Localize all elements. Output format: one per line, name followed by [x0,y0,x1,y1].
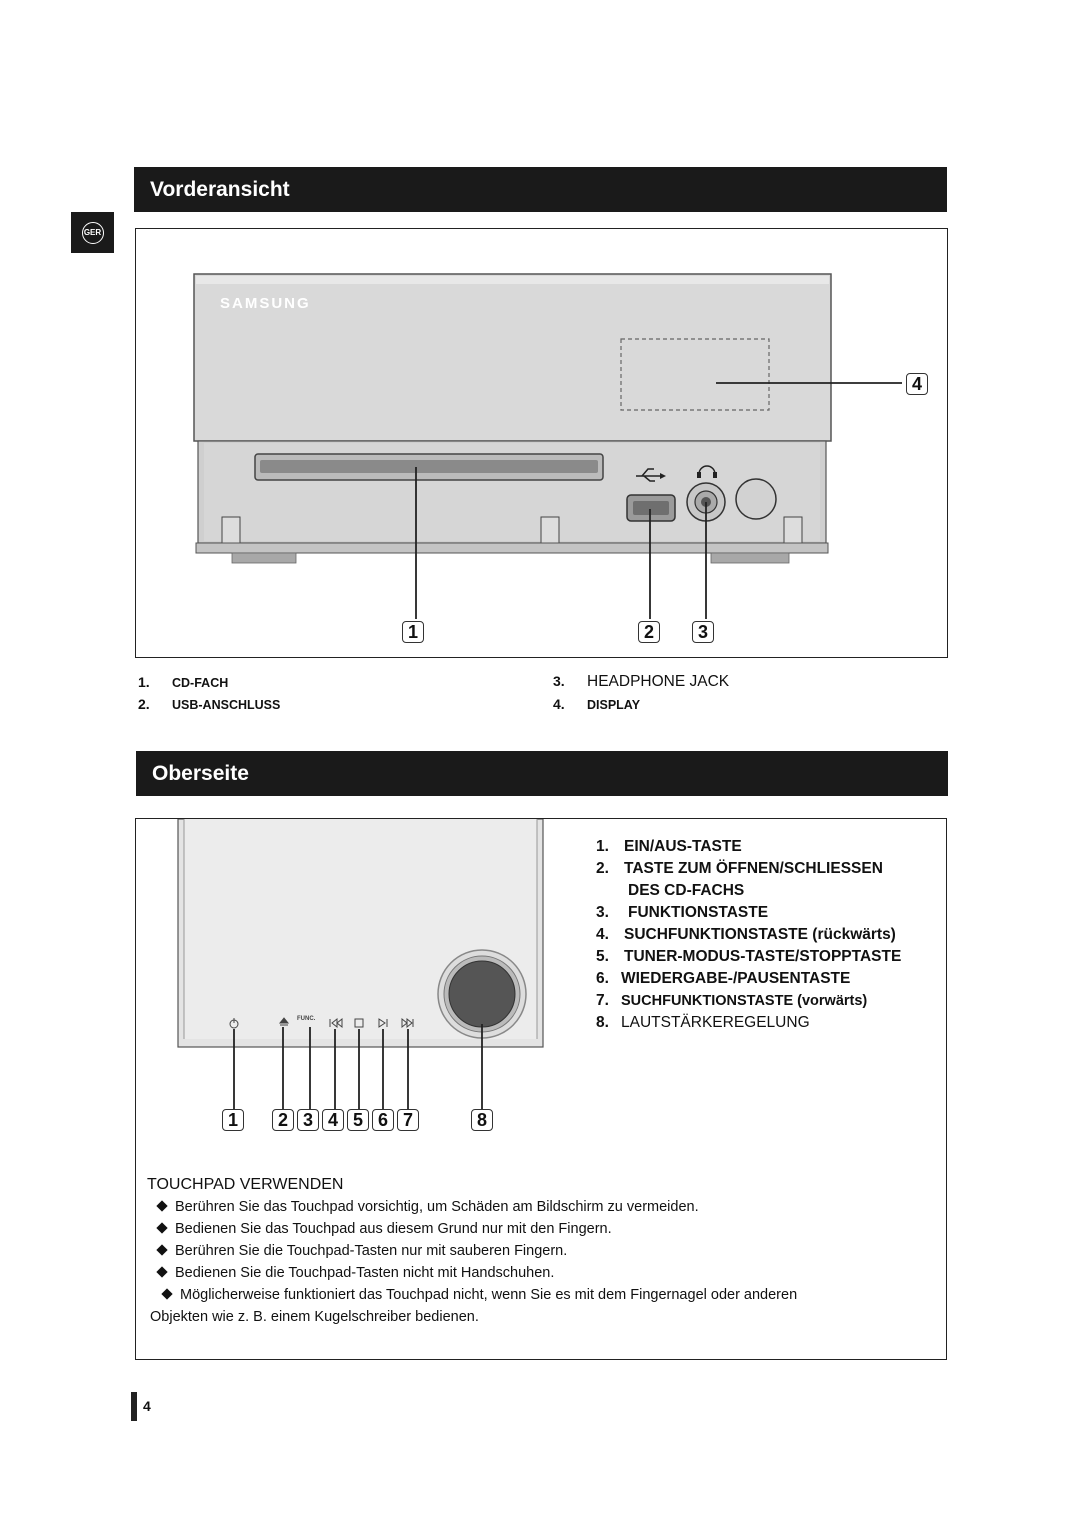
top-view-figure: FUNC. 1 2 3 4 5 6 7 8 [135,818,947,1360]
list-item: 4.SUCHFUNKTIONSTASTE (rückwärts) [596,926,896,943]
list-item: Möglicherweise funktioniert das Touchpad… [161,1287,797,1303]
legend-item: 4.DISPLAY [553,696,641,712]
callout-3: 3 [692,621,714,643]
callout-3: 3 [297,1109,319,1131]
round-button [735,478,777,520]
legend-item: 2.USB-ANSCHLUSS [138,696,281,712]
page-number: 4 [143,1398,151,1414]
list-item: Bedienen Sie die Touchpad-Tasten nicht m… [156,1265,554,1281]
list-item: 7.SUCHFUNKTIONSTASTE (vorwärts) [596,992,868,1009]
section-title-front: Vorderansicht [134,167,947,212]
list-item: 2.TASTE ZUM ÖFFNEN/SCHLIESSEN [596,860,883,877]
list-item: DES CD-FACHS [628,882,745,899]
callout-6: 6 [372,1109,394,1131]
top-controls-list: 1.EIN/AUS-TASTE 2.TASTE ZUM ÖFFNEN/SCHLI… [596,836,901,1034]
section-title-top: Oberseite [136,751,948,796]
front-device-drawing [193,273,902,619]
section-title-top-text: Oberseite [152,761,249,785]
bullet-icon [156,1266,168,1278]
callout-2: 2 [638,621,660,643]
callout-1: 1 [222,1109,244,1131]
language-label: GER [81,221,104,244]
bullet-icon [161,1288,173,1300]
bullet-icon [156,1244,168,1256]
list-item: 6.WIEDERGABE-/PAUSENTASTE [596,970,851,987]
func-label: FUNC. [297,1016,316,1022]
list-item: 5.TUNER-MODUS-TASTE/STOPPTASTE [596,948,902,965]
callout-7: 7 [397,1109,419,1131]
list-item: 1.EIN/AUS-TASTE [596,838,742,855]
bullet-icon [156,1200,168,1212]
callout-1: 1 [402,621,424,643]
list-item: 3.FUNKTIONSTASTE [596,904,769,921]
legend-item: 1.CD-FACH [138,674,229,690]
section-title-front-text: Vorderansicht [150,177,290,201]
callout-2: 2 [272,1109,294,1131]
language-tab: GER [71,212,114,253]
brand-logo: SAMSUNG [220,295,311,312]
callout-4: 4 [322,1109,344,1131]
page-marker [131,1392,137,1421]
callout-8: 8 [471,1109,493,1131]
top-device-drawing [177,819,544,1111]
list-item: Bedienen Sie das Touchpad aus diesem Gru… [156,1221,612,1237]
front-view-figure: SAMSUNG 1 2 3 4 [135,228,948,658]
legend-item: 3.HEADPHONE JACK [553,673,730,690]
list-item: Berühren Sie die Touchpad-Tasten nur mit… [156,1243,567,1259]
display-area [620,338,770,411]
callout-5: 5 [347,1109,369,1131]
bullet-icon [156,1222,168,1234]
touchpad-title: TOUCHPAD VERWENDEN [147,1176,344,1193]
list-item: Berühren Sie das Touchpad vorsichtig, um… [156,1199,699,1215]
list-item: 8.LAUTSTÄRKEREGELUNG [596,1014,810,1031]
callout-4: 4 [906,373,928,395]
list-item-continuation: Objekten wie z. B. einem Kugelschreiber … [150,1309,479,1325]
